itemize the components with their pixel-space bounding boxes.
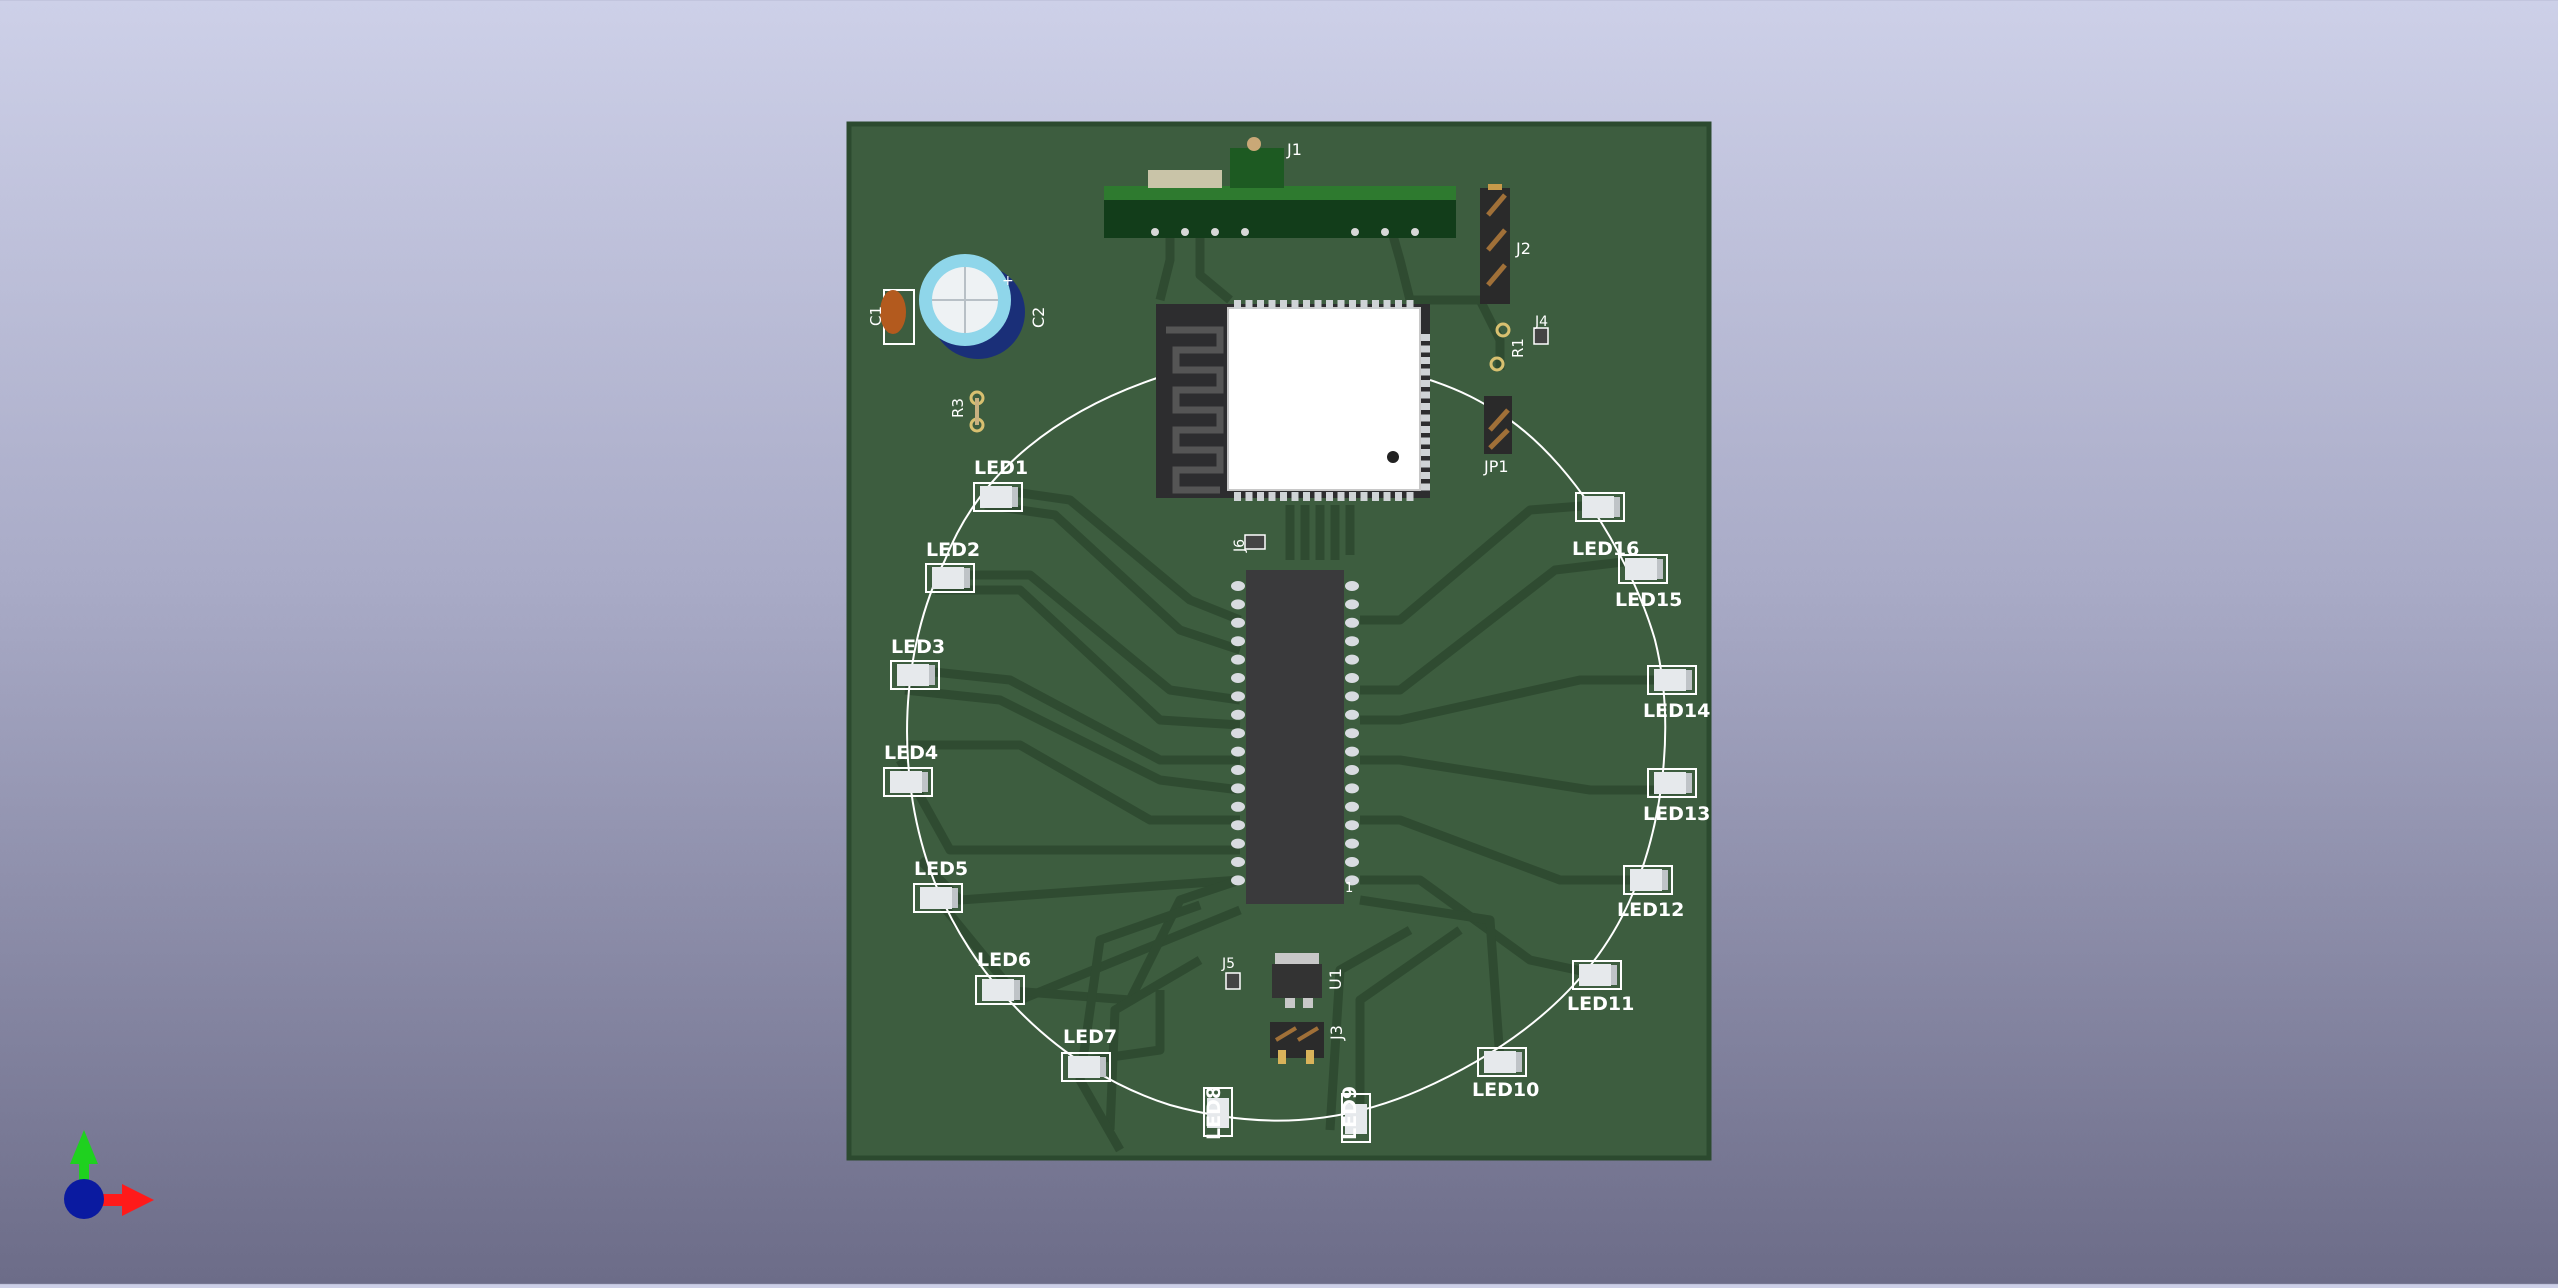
j1-connector <box>1104 137 1456 238</box>
svg-text:+: + <box>1002 273 1014 289</box>
led-component <box>890 660 940 690</box>
label-c1: C1 <box>867 306 885 326</box>
label-u1: U1 <box>1326 968 1345 990</box>
led-ring <box>883 482 1697 1143</box>
label-c2: C2 <box>1029 307 1048 328</box>
j6-pad <box>1244 534 1266 550</box>
label-r1: R1 <box>1509 338 1527 358</box>
led-component <box>1647 768 1697 798</box>
led-label: LED11 <box>1567 993 1634 1015</box>
led-component <box>975 975 1025 1005</box>
led-label: LED6 <box>977 949 1031 971</box>
u1-regulator <box>1272 953 1322 1008</box>
led-component <box>925 563 975 593</box>
led-label: LED3 <box>891 636 945 658</box>
label-j2: J2 <box>1515 239 1531 258</box>
led-label: LED1 <box>974 457 1028 479</box>
led-label: LED13 <box>1643 803 1710 825</box>
led-label: LED4 <box>884 742 938 764</box>
j3-connector <box>1270 1022 1324 1064</box>
led-component <box>913 883 963 913</box>
jp1-jumper <box>1484 396 1512 454</box>
led-label: LED14 <box>1643 700 1710 722</box>
led-component <box>1647 665 1697 695</box>
led-label: LED9 <box>1339 1086 1361 1140</box>
led-component <box>1203 1087 1233 1137</box>
led-component <box>1341 1093 1371 1143</box>
led-label: LED8 <box>1203 1086 1225 1140</box>
label-j3: J3 <box>1327 1025 1346 1041</box>
axis-z-origin-icon[interactable] <box>64 1179 104 1219</box>
axis-gizmo[interactable] <box>64 1130 154 1219</box>
led-label: LED5 <box>914 858 968 880</box>
label-ic-pin1: 1 <box>1345 881 1353 896</box>
led-label: LED15 <box>1615 589 1682 611</box>
j2-header <box>1480 184 1510 304</box>
c1-capacitor <box>880 289 915 345</box>
led-label: LED12 <box>1617 899 1684 921</box>
esp32-module <box>1156 300 1430 501</box>
led-label: LED16 <box>1572 538 1639 560</box>
label-j6: J6 <box>1232 539 1248 553</box>
led-component <box>1061 1052 1111 1082</box>
label-jp1: JP1 <box>1483 457 1509 476</box>
r3-resistor <box>969 390 985 433</box>
dip-ic <box>1231 570 1359 904</box>
label-j5: J5 <box>1221 956 1235 972</box>
led-component <box>1572 960 1622 990</box>
label-j4: J4 <box>1534 314 1548 330</box>
j5-pad <box>1225 972 1241 990</box>
silkscreen-labels: J1 J2 J3 J4 J5 J6 C1 C2 R3 R1 JP1 U1 1 <box>867 140 1548 1041</box>
led-component <box>1575 492 1625 522</box>
led-label: LED2 <box>926 539 980 561</box>
led-label: LED7 <box>1063 1026 1117 1048</box>
j4-pad <box>1533 327 1549 345</box>
c2-capacitor: + <box>919 254 1025 359</box>
led-component <box>1623 865 1673 895</box>
led-component <box>883 767 933 797</box>
axis-x-arrow-icon[interactable] <box>100 1184 154 1216</box>
r1-resistor <box>1489 322 1511 372</box>
label-j1: J1 <box>1286 140 1302 159</box>
label-r3: R3 <box>949 398 967 418</box>
led-component <box>973 482 1023 512</box>
led-component <box>1618 554 1668 584</box>
led-label: LED10 <box>1472 1079 1539 1101</box>
led-component <box>1477 1047 1527 1077</box>
